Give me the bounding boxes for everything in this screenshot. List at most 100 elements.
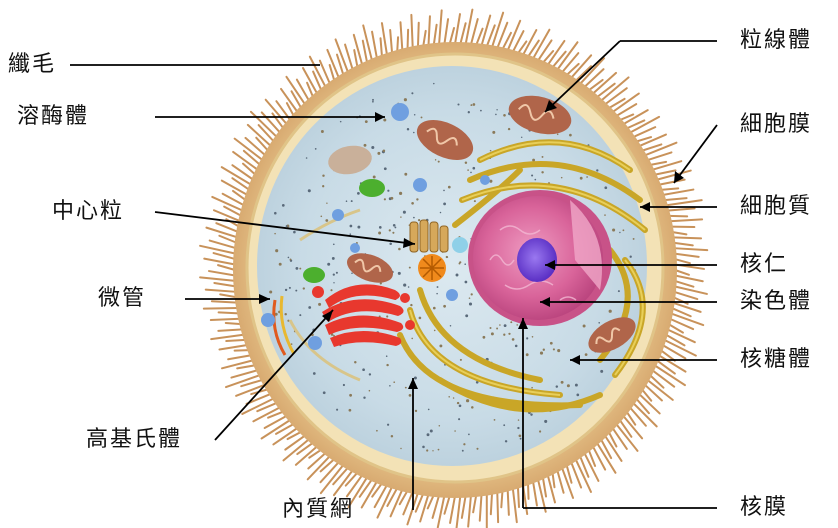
nucleolus-shape bbox=[517, 238, 557, 282]
ribosome-dot bbox=[561, 381, 564, 384]
ribosome-dot bbox=[517, 427, 519, 429]
ribosome-dot bbox=[496, 109, 497, 110]
ribosome-dot bbox=[376, 430, 378, 432]
cilium-hair bbox=[501, 491, 502, 508]
ribosome-dot bbox=[428, 409, 430, 411]
ribosome-dot bbox=[483, 336, 486, 339]
ribosome-dot bbox=[433, 83, 434, 84]
ribosome-dot bbox=[459, 404, 462, 407]
ribosome-dot bbox=[410, 304, 412, 306]
ribosome-dot bbox=[336, 272, 338, 274]
label-nuclear-membrane: 核膜 bbox=[740, 495, 788, 521]
cilium-hair bbox=[675, 281, 694, 287]
ribosome-dot bbox=[327, 263, 330, 266]
ribosome-dot bbox=[503, 114, 506, 117]
cilium-hair bbox=[444, 496, 449, 514]
ribosome-dot bbox=[457, 103, 459, 105]
cilium-hair bbox=[674, 248, 707, 250]
ribosome-dot bbox=[439, 425, 441, 427]
cilium-hair bbox=[204, 308, 238, 309]
ribosome-dot bbox=[604, 214, 606, 216]
ribosome-dot bbox=[282, 204, 285, 207]
ribosome-dot bbox=[349, 233, 351, 235]
ribosome-dot bbox=[350, 225, 353, 228]
ribosome-dot bbox=[491, 332, 494, 335]
ribosome-dot bbox=[473, 167, 476, 170]
ribosome-dot bbox=[462, 450, 464, 452]
ribosome-dot bbox=[354, 361, 356, 363]
ribosome-dot bbox=[386, 355, 388, 357]
cilium-hair bbox=[218, 329, 242, 330]
ribosome-dot bbox=[508, 128, 510, 130]
label-microtubule: 微管 bbox=[98, 286, 146, 312]
ribosome-dot bbox=[290, 259, 292, 261]
ribosome-dot bbox=[365, 120, 368, 123]
ribosome-dot bbox=[480, 110, 482, 112]
ribosome-dot bbox=[387, 190, 389, 192]
ribosome-dot bbox=[383, 150, 386, 153]
ribosome-dot bbox=[530, 413, 532, 415]
ribosome-dot bbox=[369, 373, 371, 375]
label-ribosome: 核糖體 bbox=[740, 347, 812, 373]
ribosome-dot bbox=[432, 450, 433, 451]
ribosome-dot bbox=[490, 150, 492, 152]
ribosome-dot bbox=[458, 418, 460, 420]
ribosome-dot bbox=[540, 352, 543, 355]
ribosome-dot bbox=[372, 101, 374, 103]
ribosome-dot bbox=[448, 186, 451, 189]
ribosome-dot bbox=[340, 121, 342, 123]
ribosome-dot bbox=[378, 232, 381, 235]
ribosome-dot bbox=[320, 215, 322, 217]
ribosome-dot bbox=[575, 384, 578, 387]
cilium-hair bbox=[375, 485, 387, 507]
cilium-hair bbox=[491, 493, 492, 514]
cilium-hair bbox=[354, 50, 357, 67]
ribosome-dot bbox=[414, 114, 416, 116]
cilium-hair bbox=[657, 171, 691, 180]
cilium-hair bbox=[666, 200, 702, 205]
ribosome-dot bbox=[443, 203, 446, 206]
cilium-hair bbox=[538, 40, 552, 60]
ribosome-dot bbox=[496, 328, 498, 330]
ribosome-dot bbox=[443, 305, 446, 308]
ribosome-dot bbox=[405, 387, 407, 389]
ribosome-dot bbox=[411, 92, 413, 94]
label-lysosome: 溶酶體 bbox=[17, 104, 89, 130]
ribosome-dot bbox=[332, 257, 335, 260]
ribosome-dot bbox=[400, 216, 401, 217]
cilium-hair bbox=[674, 254, 698, 257]
ribosome-dot bbox=[284, 313, 286, 315]
ribosome-dot bbox=[569, 134, 572, 137]
cilium-hair bbox=[212, 301, 237, 302]
ribosome-dot bbox=[398, 272, 401, 275]
ribosome-dot bbox=[274, 212, 277, 215]
cilium-hair bbox=[411, 15, 412, 48]
cilium-hair bbox=[455, 14, 460, 44]
ribosome-dot bbox=[460, 359, 462, 361]
ribosome-dot bbox=[398, 248, 401, 251]
ribosome-dot bbox=[377, 152, 380, 155]
ribosome-dot bbox=[322, 174, 324, 176]
ribosome-dot bbox=[542, 156, 544, 158]
ribosome-dot bbox=[443, 190, 445, 192]
label-golgi: 高基氏體 bbox=[86, 427, 182, 453]
ribosome-dot bbox=[326, 202, 327, 203]
cilium-hair bbox=[674, 292, 697, 299]
ribosome-dot bbox=[379, 226, 382, 229]
cilium-hair bbox=[673, 243, 692, 246]
ribosome-dot bbox=[469, 297, 471, 299]
cilium-hair bbox=[553, 473, 555, 488]
ribosome-dot bbox=[421, 116, 423, 118]
ribosome-dot bbox=[450, 325, 452, 327]
cilium-hair bbox=[363, 41, 367, 63]
ribosome-dot bbox=[468, 111, 470, 113]
ribosome-dot bbox=[612, 228, 615, 231]
cilium-hair bbox=[206, 290, 236, 292]
ribosome-dot bbox=[618, 290, 620, 292]
ribosome-dot bbox=[619, 232, 620, 233]
ribosome-dot bbox=[408, 286, 410, 288]
cilium-hair bbox=[245, 138, 265, 155]
ribosome-dot bbox=[531, 174, 533, 176]
cilium-hair bbox=[667, 208, 694, 210]
ribosome-dot bbox=[454, 430, 456, 432]
